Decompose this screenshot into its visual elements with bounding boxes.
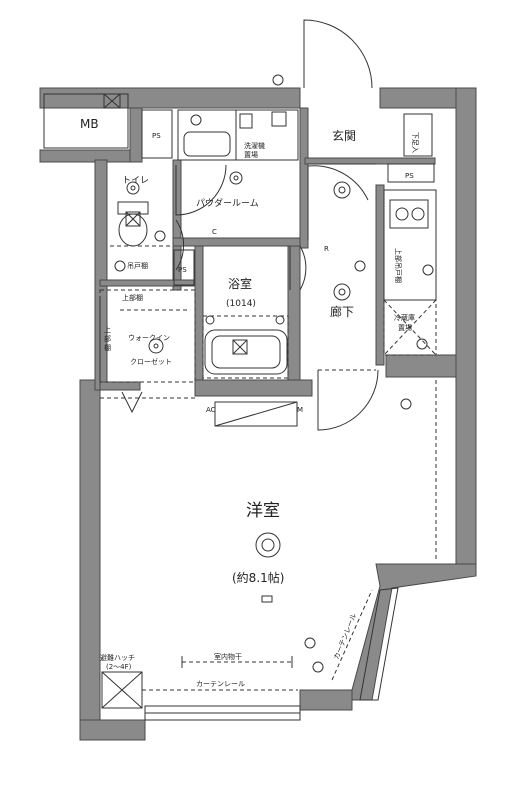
shoe-storage-label: 下足入 xyxy=(411,132,419,153)
ac-mark: AC xyxy=(206,406,216,414)
fridge-label-2: 置場 xyxy=(398,323,412,332)
stove-icon xyxy=(395,207,425,221)
laundry-label-2: 置場 xyxy=(244,150,258,159)
doors xyxy=(99,19,379,431)
upper-cabinet-side-3: 棚 xyxy=(104,343,111,352)
bath-label: 浴室 xyxy=(228,276,252,291)
powder-room-label: パウダールーム xyxy=(196,197,259,209)
laundry-label-1: 洗濯機 xyxy=(244,141,265,150)
mb-label: MB xyxy=(80,117,99,131)
ventilation-fan-icon xyxy=(103,93,248,355)
upper-cabinet-label: 上部棚 xyxy=(122,293,143,302)
bath-size-label: (1014) xyxy=(226,299,256,309)
ps-small-label: PS xyxy=(178,266,187,274)
indoor-drying-label: 室内物干 xyxy=(214,652,242,661)
fixture-lines xyxy=(43,93,437,721)
evac-hatch-label-2: (2〜4F) xyxy=(106,663,132,671)
upper-cabinet-side-1: 上 xyxy=(104,325,111,334)
gas-meter-icon xyxy=(190,111,287,129)
western-room-label: 洋室 xyxy=(246,501,280,521)
western-room-size: (約8.1帖) xyxy=(232,570,284,585)
fridge-label-1: 冷蔵庫 xyxy=(394,313,415,322)
ps-top-label: PS xyxy=(152,132,161,140)
r-mark: R xyxy=(324,245,329,253)
curtain-rail-bottom-label: カーテンレール xyxy=(196,680,245,688)
toilet-cabinet-label: 吊戸棚 xyxy=(127,261,148,270)
toilet-icon xyxy=(117,201,149,247)
curtain-rail-right-label: カーテンレール xyxy=(332,612,358,660)
evac-hatch-label-1: 避難ハッチ xyxy=(100,653,135,662)
c-mark: C xyxy=(212,228,217,236)
m-mark: M xyxy=(297,406,303,414)
ceiling-light-icon xyxy=(126,171,351,558)
wic-label-2: クローゼット xyxy=(130,357,172,366)
outlet-icon xyxy=(114,74,434,673)
entrance-label: 玄関 xyxy=(332,128,356,143)
kitchen-cabinet-label: 上部吊戸棚 xyxy=(394,248,403,283)
wic-label-1: ウォークイン xyxy=(128,334,170,342)
corridor-label: 廊下 xyxy=(330,304,354,319)
upper-cabinet-side-2: 部 xyxy=(104,334,111,343)
walls xyxy=(39,87,477,741)
ps-right-label: PS xyxy=(405,172,414,180)
toilet-label: トイレ xyxy=(122,176,149,186)
